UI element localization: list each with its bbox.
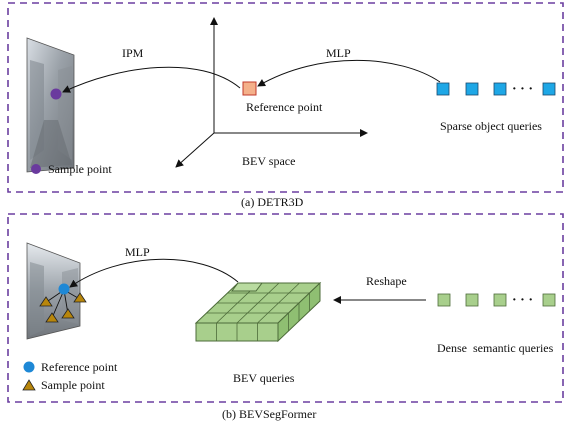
legend-sample-label-top: Sample point — [48, 162, 112, 176]
sample-triangle — [61, 308, 75, 319]
camera-image-top — [26, 37, 75, 173]
mlp-arrow-top — [257, 59, 441, 87]
legend-reference-label: Reference point — [41, 360, 118, 374]
ipm-arrow — [62, 66, 241, 93]
sparse-query — [493, 82, 507, 96]
dense-query — [465, 293, 479, 307]
sparse-query — [436, 82, 450, 96]
mlp-arrow-bottom — [69, 258, 239, 288]
legend-sample-label-bottom: Sample point — [41, 378, 105, 392]
bottom-panel: MLP BEV queries — [7, 213, 564, 403]
bev-queries-label: BEV queries — [233, 371, 295, 385]
bev-axes — [175, 17, 368, 168]
sparse-queries-label: Sparse object queries — [440, 119, 542, 133]
sparse-query — [465, 82, 479, 96]
dense-queries — [437, 293, 556, 307]
bottom-panel-border — [7, 213, 564, 403]
sparse-dots: · · · — [512, 82, 533, 97]
reference-point-square — [242, 81, 257, 96]
reshape-label: Reshape — [366, 274, 407, 288]
image-sample-point — [50, 88, 62, 100]
legend-sample-triangle — [22, 379, 36, 391]
reference-point-label: Reference point — [246, 100, 323, 114]
dense-query — [493, 293, 507, 307]
caption-top: (a) DETR3D — [241, 195, 304, 209]
sample-triangle — [39, 296, 53, 307]
caption-bottom: (b) BEVSegFormer — [222, 407, 316, 421]
ipm-label: IPM — [122, 46, 144, 60]
dense-queries-label: Dense semantic queries — [437, 341, 554, 355]
camera-image-bottom — [26, 242, 81, 340]
sparse-query — [542, 82, 556, 96]
sparse-queries — [436, 82, 556, 96]
bev-space-label: BEV space — [242, 154, 295, 168]
top-panel-border — [7, 2, 564, 193]
image-reference-point — [58, 283, 70, 295]
legend-reference-point — [23, 361, 35, 373]
legend-sample-point-top — [31, 164, 41, 174]
mlp-label-bottom: MLP — [125, 245, 150, 259]
mlp-label-top: MLP — [326, 46, 351, 60]
dense-dots: · · · — [512, 293, 533, 308]
sample-triangle — [45, 312, 59, 323]
dense-query — [437, 293, 451, 307]
bev-queries-grid — [194, 281, 322, 343]
sample-triangle — [73, 292, 87, 303]
top-panel: IPM BEV space Reference point MLP · · · … — [7, 2, 564, 193]
dense-query — [542, 293, 556, 307]
